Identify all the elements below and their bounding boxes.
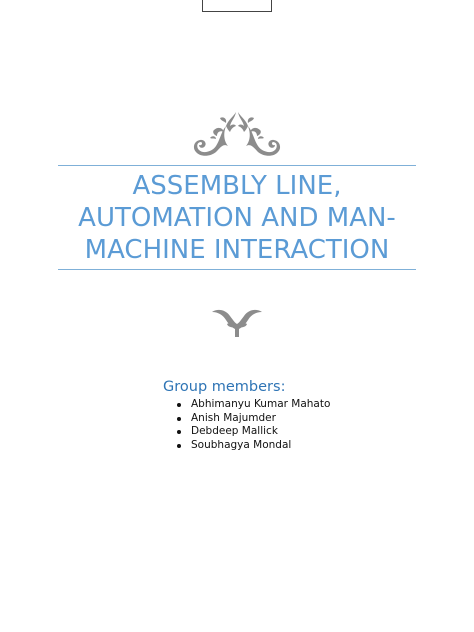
- floral-scroll-icon: [193, 112, 281, 156]
- list-item: Anish Majumder: [177, 412, 341, 426]
- title-line: MACHINE INTERACTION: [84, 235, 390, 265]
- group-members-list: Abhimanyu Kumar Mahato Anish Majumder De…: [177, 398, 341, 453]
- document-title: ASSEMBLY LINE, AUTOMATION AND MAN- MACHI…: [40, 170, 434, 266]
- title-line: AUTOMATION AND MAN-: [78, 203, 396, 233]
- title-rule-top: [58, 165, 416, 166]
- title-rule-bottom: [58, 269, 416, 270]
- group-members-heading: Group members:: [163, 379, 286, 395]
- title-line: ASSEMBLY LINE,: [132, 171, 342, 201]
- list-item: Debdeep Mallick: [177, 425, 341, 439]
- list-item: Abhimanyu Kumar Mahato: [177, 398, 341, 412]
- list-item: Soubhagya Mondal: [177, 439, 341, 453]
- header-box: [202, 0, 272, 12]
- fleuron-icon: [212, 309, 262, 337]
